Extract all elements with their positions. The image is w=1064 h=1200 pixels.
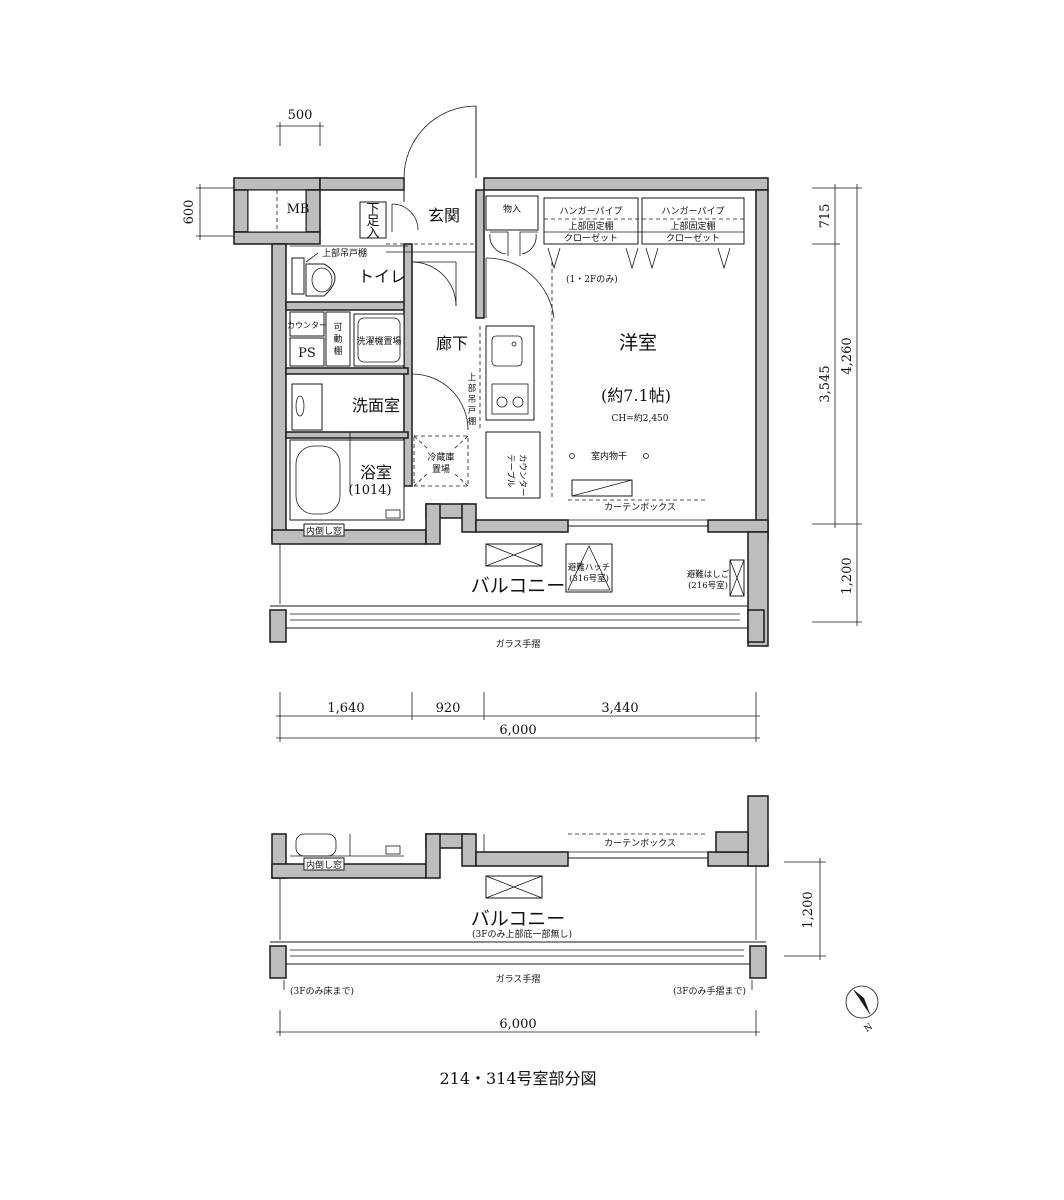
label-glass-rail: ガラス手摺 xyxy=(496,638,541,650)
label-toilet: トイレ xyxy=(358,267,406,286)
caption: 214・314号室部分図 xyxy=(439,1069,596,1088)
svg-text:上部吊戸棚: 上部吊戸棚 xyxy=(322,247,367,259)
label-bath-size: (1014) xyxy=(348,483,391,498)
svg-text:1,200: 1,200 xyxy=(801,891,816,928)
label-ceiling: CH=約2,450 xyxy=(611,412,668,424)
svg-text:6,000: 6,000 xyxy=(499,723,536,738)
svg-text:棚: 棚 xyxy=(468,416,477,427)
dimension-left-600: 600 xyxy=(182,184,236,240)
svg-text:足: 足 xyxy=(366,214,379,229)
label-corridor: 廊下 xyxy=(436,334,468,353)
label-genkan: 玄関 xyxy=(428,206,460,225)
dimension-right: 715 3,545 4,260 1,200 xyxy=(812,184,862,626)
svg-text:可: 可 xyxy=(333,322,342,333)
svg-text:カーテンボックス: カーテンボックス xyxy=(604,838,676,849)
svg-text:冷蔵庫: 冷蔵庫 xyxy=(427,451,454,463)
svg-text:3,440: 3,440 xyxy=(601,701,638,716)
label-mb: MB xyxy=(287,202,310,217)
lower-label-balcony: バルコニー xyxy=(471,908,566,930)
svg-text:ハンガーパイプ: ハンガーパイプ xyxy=(662,206,725,217)
svg-text:クローゼット: クローゼット xyxy=(564,232,618,244)
balcony: 避難ハッチ (316号室) バルコニー 避難はしご (216号室) ガラス手摺 xyxy=(269,532,765,650)
dim-500: 500 xyxy=(288,108,313,123)
svg-text:カーテンボックス: カーテンボックス xyxy=(604,502,676,513)
dim-4260: 4,260 xyxy=(840,337,855,374)
label-ps: PS xyxy=(298,346,316,361)
dimension-top-500: 500 xyxy=(276,108,324,146)
svg-text:上部固定棚: 上部固定棚 xyxy=(670,220,715,232)
label-washer: 洗濯機置場 xyxy=(356,335,401,347)
svg-text:内倒し窓: 内倒し窓 xyxy=(306,859,342,871)
svg-text:上: 上 xyxy=(468,373,477,383)
dimension-lower-right: 1,200 xyxy=(784,858,826,960)
svg-text:6,000: 6,000 xyxy=(499,1017,536,1032)
svg-text:動: 動 xyxy=(333,334,342,345)
svg-text:ハンガーパイプ: ハンガーパイプ xyxy=(560,206,623,217)
dim-3545: 3,545 xyxy=(818,365,833,402)
label-bath: 浴室 xyxy=(360,463,392,482)
label-western-room: 洋室 xyxy=(619,332,657,354)
svg-text:920: 920 xyxy=(436,701,461,716)
svg-text:テーブル: テーブル xyxy=(505,454,516,488)
svg-text:上部固定棚: 上部固定棚 xyxy=(568,220,613,232)
lower-plan: 内倒し窓 カーテンボックス バルコニー (3Fのみ上部庇一部無し) ガラス手摺 … xyxy=(269,795,769,997)
svg-text:入: 入 xyxy=(366,226,379,241)
svg-text:1,640: 1,640 xyxy=(327,701,364,716)
svg-text:N: N xyxy=(863,1022,875,1035)
svg-text:避難ハッチ: 避難ハッチ xyxy=(568,562,611,573)
svg-text:(3Fのみ上部庇一部無し): (3Fのみ上部庇一部無し) xyxy=(472,928,572,940)
svg-text:(3Fのみ床まで): (3Fのみ床まで) xyxy=(290,985,354,997)
dim-715: 715 xyxy=(818,204,833,229)
svg-text:(316号室): (316号室) xyxy=(569,573,609,584)
dim-600: 600 xyxy=(182,200,197,225)
label-area: (約7.1帖) xyxy=(601,386,671,405)
compass-icon: N xyxy=(845,985,879,1035)
svg-text:内倒し窓: 内倒し窓 xyxy=(306,525,342,537)
svg-text:カウンター: カウンター xyxy=(287,321,327,330)
dimension-lower-bottom: 6,000 xyxy=(276,1010,760,1036)
dim-1200: 1,200 xyxy=(840,557,855,594)
svg-text:下: 下 xyxy=(366,202,379,217)
svg-text:(1・2Fのみ): (1・2Fのみ) xyxy=(566,274,618,285)
svg-text:ガラス手摺: ガラス手摺 xyxy=(496,973,541,985)
label-senmen: 洗面室 xyxy=(352,396,400,415)
svg-text:カウンター: カウンター xyxy=(517,454,527,497)
svg-text:(216号室): (216号室) xyxy=(688,580,728,591)
svg-text:戸: 戸 xyxy=(468,406,477,416)
svg-text:部: 部 xyxy=(468,383,477,394)
label-balcony: バルコニー xyxy=(471,575,566,597)
dimension-bottom: 1,640 920 3,440 6,000 xyxy=(276,692,760,742)
svg-text:棚: 棚 xyxy=(333,345,342,357)
label-monoire: 物入 xyxy=(503,203,521,215)
label-indoor-dry: 室内物干 xyxy=(591,450,627,462)
svg-text:吊: 吊 xyxy=(468,395,477,405)
interior: MB 下 足 入 玄関 物入 ハンガーパイプ 上部固定棚 クローゼット ハンガー… xyxy=(247,105,745,537)
svg-text:クローゼット: クローゼット xyxy=(666,232,720,244)
svg-text:置場: 置場 xyxy=(432,463,450,475)
svg-text:(3Fのみ手摺まで): (3Fのみ手摺まで) xyxy=(673,985,746,997)
svg-text:避難はしご: 避難はしご xyxy=(687,569,730,580)
